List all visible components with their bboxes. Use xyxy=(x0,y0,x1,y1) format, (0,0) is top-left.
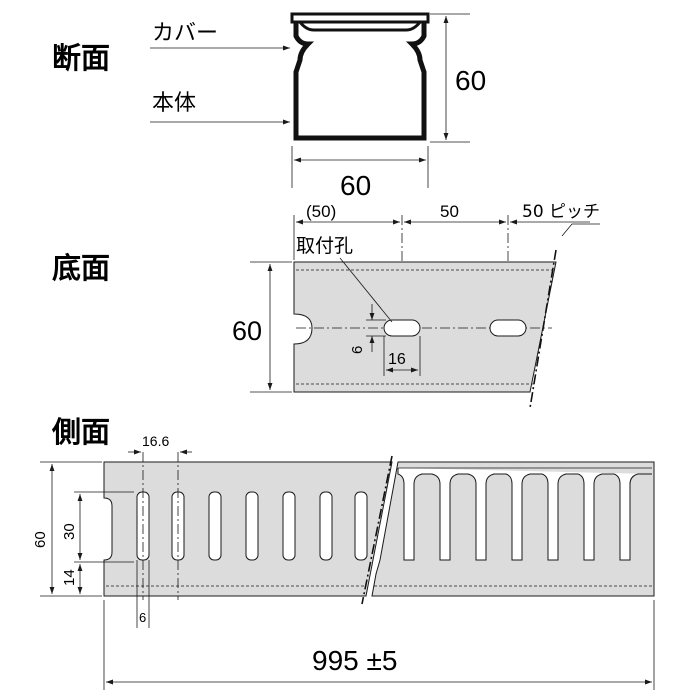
length-value: 995 ±5 xyxy=(312,645,397,676)
section-title-cross: 断面 xyxy=(52,41,110,75)
first-pitch-value: (50) xyxy=(306,202,336,221)
break-line xyxy=(529,249,557,409)
hole-height-value: 6 xyxy=(349,346,366,354)
side-comb-slots xyxy=(397,468,652,561)
section-title-side: 側面 xyxy=(51,415,110,449)
bottom-height-value: 60 xyxy=(232,316,262,346)
cross-height-value: 60 xyxy=(455,65,486,96)
hole-leader xyxy=(339,257,393,323)
side-slot xyxy=(282,491,296,561)
side-view: 16.6 60 30 14 6 995 ±5 xyxy=(32,433,655,690)
pitch-note-leader xyxy=(561,223,600,237)
duct-body-profile xyxy=(293,20,427,141)
side-slot xyxy=(208,491,222,561)
slot-width-value: 6 xyxy=(139,610,146,625)
cover-lip xyxy=(298,21,422,32)
slot-pitch-value: 16.6 xyxy=(142,433,169,449)
bottom-view: (50) 50 50 ピッチ 取付孔 60 6 16 xyxy=(232,202,600,409)
slot-height-value: 30 xyxy=(61,523,78,540)
mounting-hole xyxy=(489,319,527,337)
break-line xyxy=(361,455,393,605)
side-height-value: 60 xyxy=(32,531,49,548)
base-height-value: 14 xyxy=(61,569,78,586)
cover-label: カバー xyxy=(152,21,218,46)
cross-section-view: カバー 本体 60 60 xyxy=(150,12,486,201)
hole-label: 取付孔 xyxy=(296,235,353,257)
hole-length-value: 16 xyxy=(388,351,406,368)
duct-cover-profile xyxy=(290,12,430,24)
side-slot xyxy=(354,491,368,561)
pitch-value: 50 xyxy=(440,202,459,221)
bottom-panel xyxy=(293,261,557,393)
side-slot xyxy=(245,491,259,561)
body-label: 本体 xyxy=(152,91,196,116)
section-title-bottom: 底面 xyxy=(52,251,110,285)
mounting-hole xyxy=(383,319,421,337)
cross-width-value: 60 xyxy=(340,170,371,201)
side-slot xyxy=(319,491,333,561)
pitch-note: 50 ピッチ xyxy=(522,202,600,222)
